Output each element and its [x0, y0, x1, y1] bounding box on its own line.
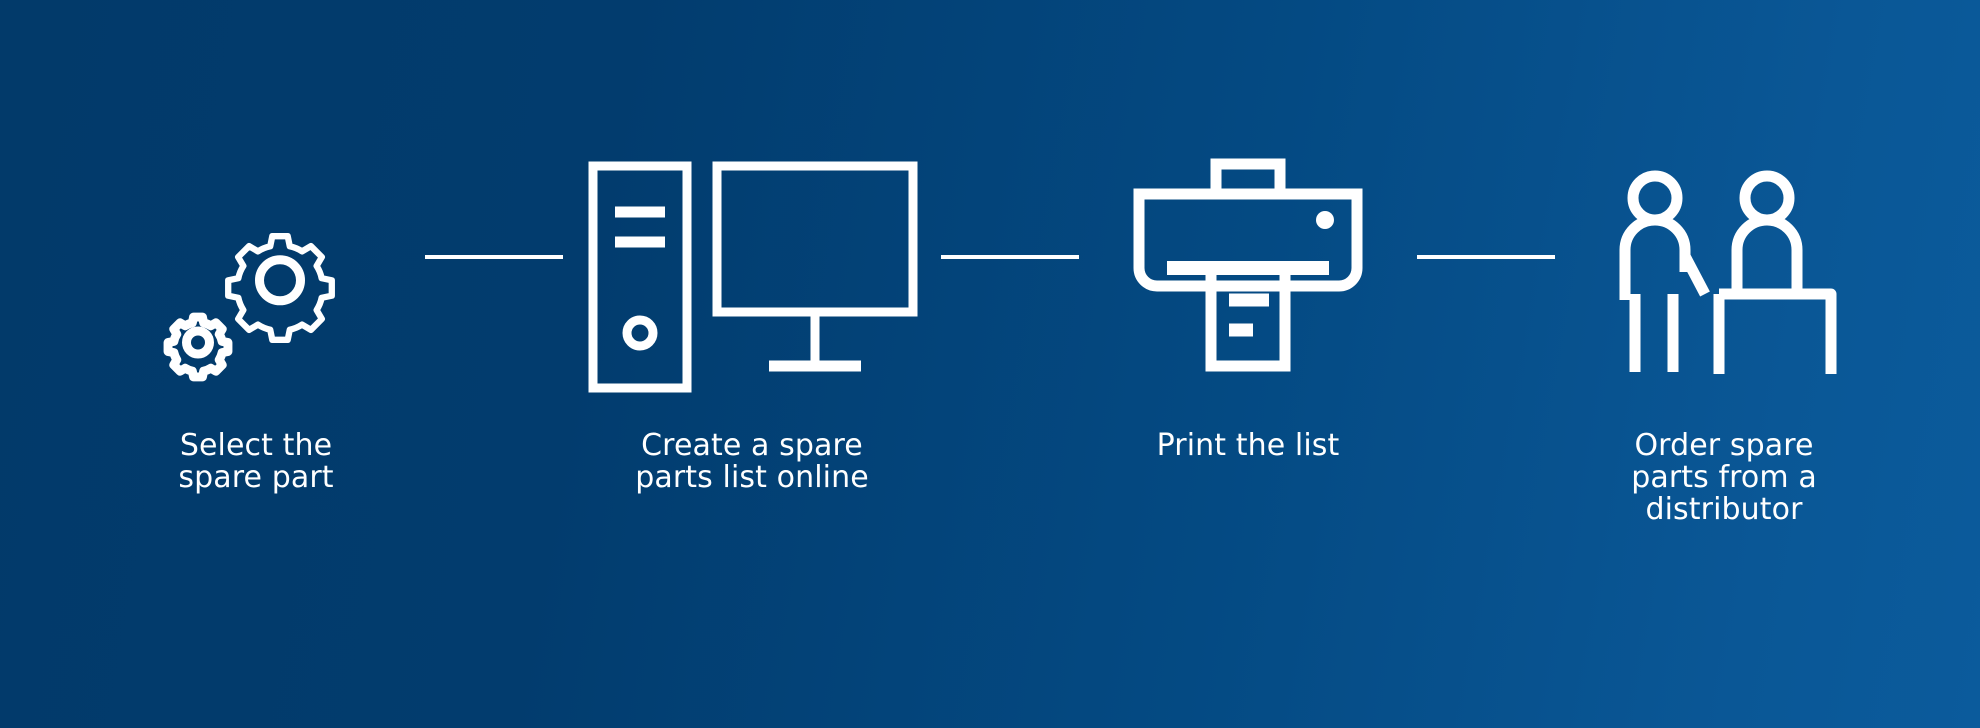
connector-2: [922, 122, 1098, 392]
gears-icon: [156, 120, 356, 390]
step-label: Print the list: [1156, 428, 1340, 463]
printer-icon: [1133, 118, 1363, 388]
step-order-from-distributor[interactable]: Order spare parts from a distributor: [1574, 0, 1874, 526]
step-create-parts-list[interactable]: Create a spare parts list online: [582, 0, 922, 494]
connector-line: [941, 255, 1079, 259]
connector-3: [1398, 122, 1574, 392]
step-label: Order spare parts from a distributor: [1631, 428, 1817, 528]
connector-line: [1417, 255, 1555, 259]
connector-line: [425, 255, 563, 259]
people-counter-icon: [1609, 118, 1839, 388]
step-label: Select the spare part: [178, 428, 334, 496]
step-label: Create a spare parts list online: [635, 428, 869, 496]
desktop-computer-icon: [587, 122, 918, 393]
connector-1: [406, 122, 582, 392]
step-select-spare-part[interactable]: Select the spare part: [106, 0, 406, 494]
step-print-the-list[interactable]: Print the list: [1098, 0, 1398, 462]
